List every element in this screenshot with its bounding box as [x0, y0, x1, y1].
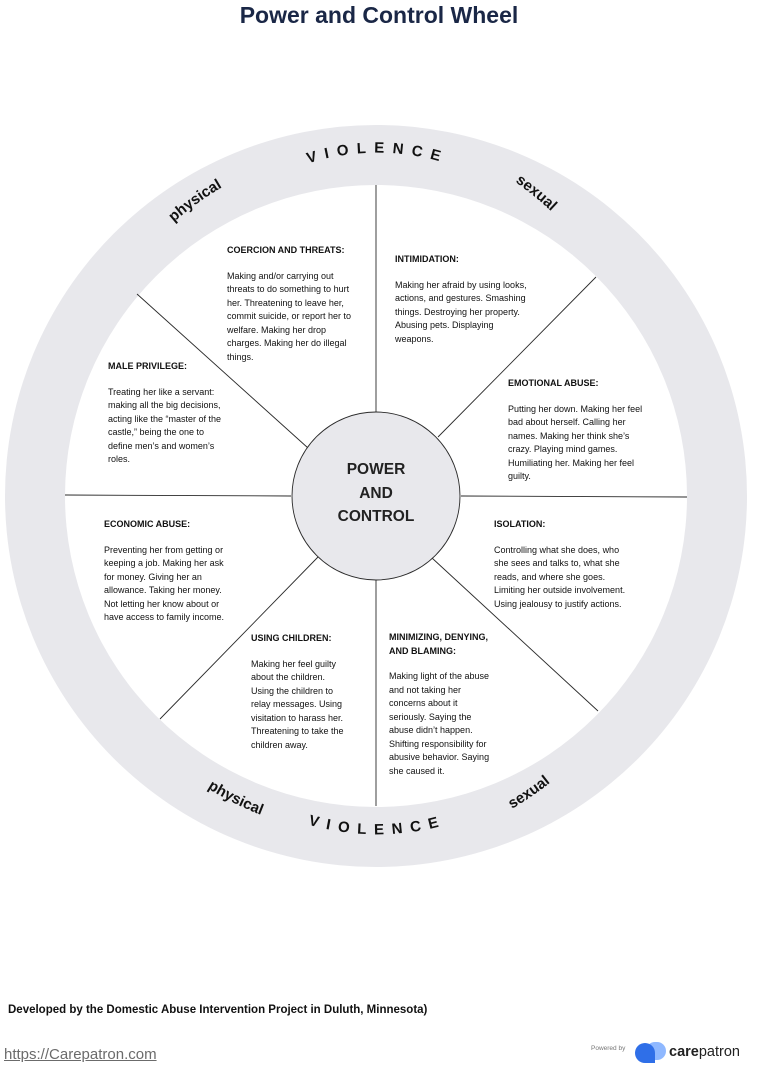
spoke-bottom-right: [431, 557, 599, 712]
segment-intimidation: INTIMIDATION: Making her afraid by using…: [395, 253, 527, 346]
segment-emotional-abuse: EMOTIONAL ABUSE: Putting her down. Makin…: [508, 377, 642, 484]
spoke-right: [460, 495, 688, 498]
segment-heading: ISOLATION:: [494, 519, 546, 529]
powered-by-label: Powered by: [591, 1045, 626, 1052]
segment-heading: COERCION AND THREATS:: [227, 245, 345, 255]
source-note: Developed by the Domestic Abuse Interven…: [8, 1004, 428, 1016]
carepatron-brand-name: carepatron: [669, 1044, 740, 1060]
segment-heading: ECONOMIC ABUSE:: [104, 519, 191, 529]
brand-prefix: care: [669, 1044, 699, 1060]
spoke-bottom-left: [159, 556, 319, 720]
brand-suffix: patron: [698, 1044, 740, 1060]
segment-male-privilege: MALE PRIVILEGE: Treating her like a serv…: [108, 360, 221, 467]
spoke-top-right: [437, 276, 597, 438]
segment-body: Making her afraid by using looks, action…: [395, 279, 527, 344]
carepatron-link[interactable]: https://Carepatron.com: [4, 1046, 157, 1063]
segment-body: Making and/or carrying out threats to do…: [227, 270, 352, 362]
segment-isolation: ISOLATION: Controlling what she does, wh…: [494, 518, 625, 611]
segment-body: Making light of the abuse and not taking…: [389, 671, 490, 776]
center-label: POWER AND CONTROL: [337, 461, 415, 525]
segment-body: Controlling what she does, who she sees …: [494, 544, 626, 609]
segment-body: Putting her down. Making her feel bad ab…: [508, 403, 643, 482]
segment-heading: MALE PRIVILEGE:: [108, 361, 188, 371]
center-hub: [291, 411, 461, 581]
segment-heading: MINIMIZING, DENYING, AND BLAMING:: [389, 632, 488, 656]
segment-body: Treating her like a servant: making all …: [108, 386, 222, 465]
segment-using-children: USING CHILDREN: Making her feel guilty a…: [251, 632, 344, 752]
segment-heading: EMOTIONAL ABUSE:: [508, 378, 599, 388]
spoke-left: [64, 494, 292, 497]
segment-body: Making her feel guilty about the childre…: [251, 658, 344, 750]
segment-heading: INTIMIDATION:: [395, 254, 459, 264]
carepatron-logo-icon: [635, 1042, 666, 1063]
segment-minimizing: MINIMIZING, DENYING, AND BLAMING: Making…: [389, 631, 489, 778]
segment-body: Preventing her from getting or keeping a…: [104, 544, 225, 623]
page-title: Power and Control Wheel: [239, 2, 519, 28]
segment-heading: USING CHILDREN:: [251, 633, 332, 643]
spoke-top-left: [136, 293, 309, 449]
segment-economic-abuse: ECONOMIC ABUSE: Preventing her from gett…: [104, 518, 224, 625]
segment-coercion: COERCION AND THREATS: Making and/or carr…: [227, 244, 351, 364]
power-control-wheel: VIOLENCE VIOLENCE physical sexual physic…: [5, 125, 747, 867]
